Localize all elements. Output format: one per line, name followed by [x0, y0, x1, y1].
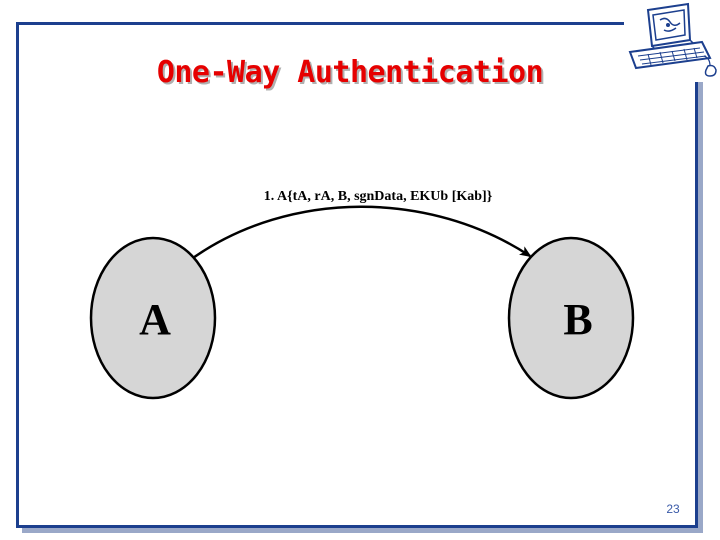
node-b-label: B: [563, 295, 592, 344]
slide-title: One-Way Authentication: [156, 55, 544, 90]
computer-keyboard-icon: [624, 0, 720, 82]
node-a: [89, 236, 217, 400]
message-label: 1. A{tA, rA, B, sgnData, EKUb [Kab]}: [264, 189, 493, 204]
page-number: 23: [666, 502, 680, 516]
node-a-label: A: [139, 295, 171, 344]
message-arrow: [192, 205, 532, 260]
frame-shadow: [22, 528, 703, 533]
node-b: [507, 236, 635, 400]
frame-shadow: [698, 80, 703, 532]
slide-frame: [16, 22, 698, 528]
